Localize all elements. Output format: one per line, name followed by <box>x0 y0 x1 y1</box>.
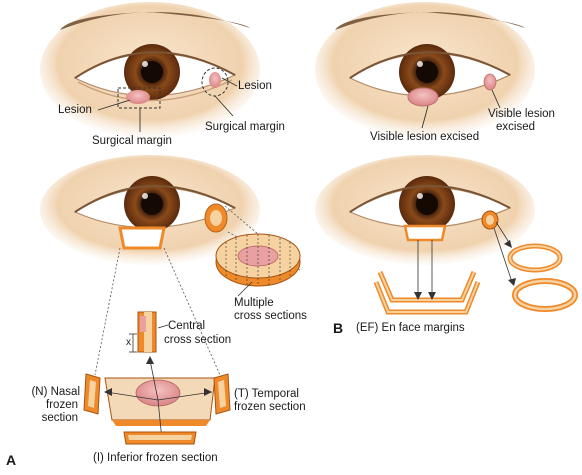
eye-bottom-right <box>315 155 535 265</box>
eyebrow <box>60 11 250 30</box>
en-face-margin-strips <box>373 240 481 315</box>
nasal-frozen-section <box>83 373 112 415</box>
label-nasal-2: frozen <box>46 399 78 411</box>
label-visible-lesion-excised-right-1: Visible lesion <box>488 108 555 120</box>
eye-bottom-left <box>40 155 260 265</box>
panel-b-letter: B <box>333 320 344 336</box>
label-nasal-3: section <box>41 412 78 424</box>
label-central-2: cross section <box>164 334 232 346</box>
eyebrow <box>335 11 525 30</box>
panel-a-letter: A <box>6 452 17 468</box>
label-nasal-1: (N) Nasal <box>31 386 80 398</box>
eye-top-right <box>315 2 535 138</box>
label-multiple-2: cross sections <box>234 310 307 322</box>
lid-specimen <box>104 356 216 442</box>
label-lesion-left: Lesion <box>58 104 92 116</box>
excision-defect <box>118 226 166 250</box>
label-visible-lesion-excised-right-2: excised <box>496 121 535 133</box>
label-multiple-1: Multiple <box>234 297 274 309</box>
label-central-1: Central <box>168 320 206 332</box>
central-cross-section <box>129 311 169 353</box>
label-surgical-margin-left: Surgical margin <box>92 135 172 147</box>
en-face-rings <box>493 221 578 312</box>
label-visible-lesion-excised-left: Visible lesion excised <box>370 131 480 143</box>
label-x: x <box>126 337 131 348</box>
label-surgical-margin-right: Surgical margin <box>205 121 285 133</box>
multiple-cross-sections-donut <box>215 233 301 297</box>
label-temporal-2: frozen section <box>234 401 306 413</box>
label-temporal-1: (T) Temporal <box>234 388 299 400</box>
excised-lesion-lid <box>407 87 439 107</box>
eye-top-left <box>40 2 260 138</box>
lesion-lower-lid <box>126 90 150 104</box>
temporal-frozen-section <box>204 373 231 415</box>
label-inferior: (I) Inferior frozen section <box>93 452 218 464</box>
surgical-margin-box-left <box>117 87 161 109</box>
excised-lesion-canthus <box>483 73 497 91</box>
lesion-canthus <box>209 72 221 88</box>
inferior-frozen-section <box>123 431 197 445</box>
label-lesion-right: Lesion <box>238 80 272 92</box>
label-en-face: (EF) En face margins <box>356 322 465 334</box>
